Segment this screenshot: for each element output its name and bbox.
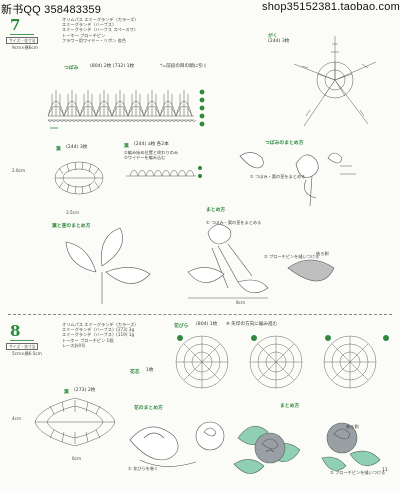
material-line: エミーグランデ〈ハーブス〉(119) 1g [62,332,135,338]
section-7-size-label: サイズ・花寸法 [6,37,39,44]
dim-6cm-label: 6cm [72,456,82,461]
tsubomi-matome-label: つぼみのまとめ方 [265,141,304,146]
material-line: レース針0号 [62,342,86,348]
section-7-underline [10,34,34,35]
section-8-underline [10,340,34,341]
section-8-size-label: サイズ・花寸法 [6,343,39,350]
ha-note: ①編み始め位置と終わりのみ [124,150,179,155]
dim-8cm-label: 8cm [236,300,246,305]
ha-matome-label: 葉と茎のまとめ方 [52,224,91,229]
section-7-number: 7 [10,16,21,34]
material-line: トーホー ブローチピン [62,32,106,38]
leaf-stem-diagram [65,227,151,304]
rose-roll-diagram [129,421,225,467]
ha-note: ②ワイヤーを編み込む [124,155,166,161]
section-7-matome-label: まとめ方 [206,208,226,213]
material-line: トーホー ブローチピン 1個 [62,337,114,343]
page-number: 11 [382,468,388,473]
material-line: オリムパス エミーグランデ〈カラーズ〉 [62,17,139,22]
leaf-stitch-chart-7b [126,166,202,178]
section-8-materials: オリムパス エミーグランデ〈カラーズ〉 エミーグランデ〈ハーブス〉(273) 3… [62,322,139,348]
section-7-materials: オリムパス エミーグランデ〈カラーズ〉 エミーグランデ〈ハーブス〉 エミーグラン… [62,17,139,43]
watermark-left: 新书QQ 358483359 [1,4,102,16]
hana-matome-note: ① 花びらを巻く [128,466,159,471]
ha-spec: (244) 3枚 [66,145,88,150]
tsubomi-label: つぼみ [64,66,79,71]
material-line: エミーグランデ〈ハーブス〉 [62,22,117,28]
brooch-note-2: ② ブローチピンを縫いつける [264,254,320,259]
section-8-number: 8 [10,322,21,340]
tsubomi-matome-note: ① つぼみ・葉の茎をまとめる [250,174,306,179]
tsubomi-assembly-diagram [239,152,356,207]
back-side-label-8: 後ろ側 [346,424,359,429]
leaf-stitch-chart-7 [54,161,104,195]
hanabira-spec: (804) 1枚 [196,322,218,327]
ha2-label: 葉 [124,144,129,149]
gaku-spec: (244) 3枚 [268,39,290,44]
material-line: エミーグランデ〈ハーブス スペースワ〉 [62,27,138,33]
section-divider [8,314,392,315]
material-line: オリムパス エミーグランデ〈カラーズ〉 [62,322,139,327]
ha-notes: ①編み始め位置と終わりのみ ②ワイヤーを編み込む [124,150,178,160]
watermark-right: shop35152381.taobao.com [262,1,400,13]
ha2-spec: (244) a枚 各2本 [134,142,169,147]
leaf-stitch-chart-8 [34,397,116,447]
gaku-label: がく [268,34,278,39]
dim-3-5-label: 3.5cm [66,210,80,215]
brooch-note-1: ① つぼみ・葉の茎をまとめる [206,220,262,225]
dim-2-6-label: 2.6cm [12,168,26,173]
section-8-size-value: 5cm×横6.5cm [12,351,42,356]
hana-matome-label: 花のまとめ方 [134,406,163,411]
ha-label: 葉 [56,147,61,152]
tsubomi-note: *=前段の目の頭に引く [160,64,208,69]
hanabira-label: 花びら [174,324,189,329]
material-line: エミーグランデ〈ハーブス〉(273) 3g [62,327,135,333]
brooch-7-assembly [187,224,335,299]
gaku-stitch-chart [293,36,377,127]
brooch-note-8: ② ブローチピンを縫いつける [330,470,386,475]
kashin-spec: 1枚 [146,368,154,373]
section-7-size-value: 9cm×横6cm [12,45,38,50]
rose-brooch-illustration [233,422,381,474]
section-8-matome-label: まとめ方 [280,404,300,409]
tsubomi-spec: (804) 2枚 (732) 1枚 [90,64,135,69]
hanabira-note: ※ 矢印の方向に編み進む [226,322,278,327]
tsubomi-stitch-chart [47,89,205,129]
kashin-label: 花芯 [130,370,140,375]
ha8-spec: (273) 2枚 [74,388,96,393]
petal-stitch-chart [175,335,389,389]
dim-4cm-vert-label: 4cm [12,416,22,421]
material-line: フラワー用ワイヤー・リボン 各色 [62,37,127,43]
back-side-label: 後ろ側 [316,251,329,256]
ha8-label: 葉 [64,390,69,395]
